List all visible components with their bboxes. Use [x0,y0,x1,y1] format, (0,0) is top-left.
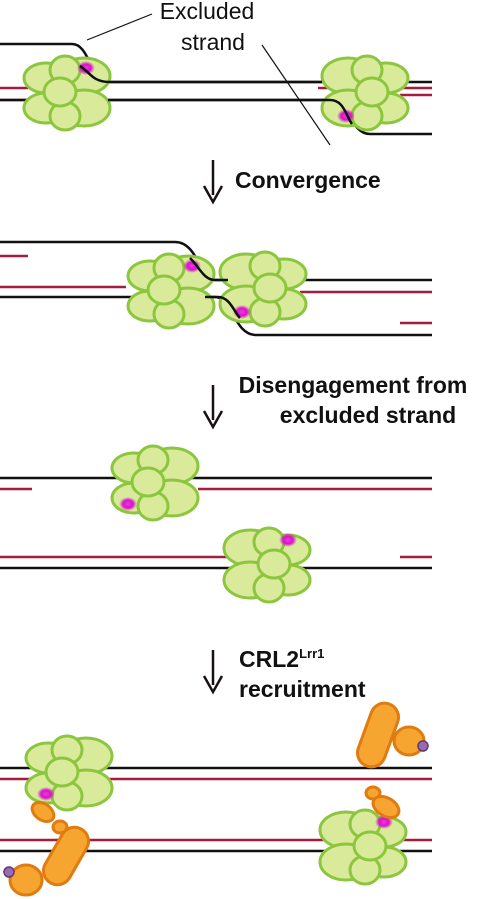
crl2-lrr1-subunit [30,800,56,824]
cullin-scaffold [356,701,400,769]
step-label-disengagement-line1: Disengagement from [239,372,468,398]
cmg-helicase-left [126,252,216,330]
cmg-helicase-right [320,54,410,132]
step-arrow-head [202,410,224,430]
helicase-active-site [183,259,201,273]
crl2-superscript-text: Lrr1 [299,646,324,661]
crl2-lrr1-complex-left [3,800,90,897]
crl2-base-text: CRL2 [239,646,299,672]
parental-strand-top [0,240,432,282]
cmg-helicase-upper [110,444,200,522]
step-label-recruitment: recruitment [239,676,366,702]
cmg-helicase-left [22,54,112,132]
callout-line-left [86,13,153,41]
helicase-active-site [77,61,95,75]
parental-strand-top-front [79,64,322,84]
helicase-active-site [119,497,137,511]
step-crl2-recruitment: CRL2Lrr1 recruitment [202,646,366,702]
excluded-strand-label-line2: strand [181,29,245,55]
step-convergence: Convergence [202,160,381,205]
cmg-helicase-upper [24,734,114,812]
ubiquitin-ligase-tip [417,740,429,752]
step-label-disengagement-line2: excluded strand [280,402,456,428]
rbx1-subunit [8,863,44,897]
cmg-helicase-lower [222,526,312,604]
ubiquitin-ligase-tip [3,866,15,878]
step-label-convergence: Convergence [235,167,381,193]
crl2-linker [51,819,69,835]
parental-strand-bottom-front [108,98,354,125]
step-disengagement: Disengagement from excluded strand [202,372,468,430]
helicase-active-site [279,533,297,547]
excluded-strand-label: Excluded strand [86,0,331,146]
parental-strand-bottom [0,295,432,337]
panel-crl2-bound [0,701,432,897]
crl2-lrr1-complex-right [356,701,429,819]
cmg-helicase-lower [318,808,408,886]
panel-converging-replisomes [0,42,432,136]
crl2-lrr1-subunit [371,795,401,819]
step-label-crl2: CRL2Lrr1 [239,646,324,672]
helicase-active-site [37,787,55,801]
panel-disengaged-replisomes [0,444,432,604]
step-arrow-head [202,675,224,695]
parental-strand-top-front [189,257,228,282]
step-arrow-head [202,185,224,205]
cmg-helicase-right [218,250,308,328]
parental-strand-bottom-front [205,295,241,319]
excluded-strand-label-line1: Excluded [160,0,255,24]
panel-converged-replisomes [0,240,432,337]
callout-line-right [261,44,331,146]
cullin-scaffold [42,825,90,887]
rbx1-subunit [392,725,426,757]
